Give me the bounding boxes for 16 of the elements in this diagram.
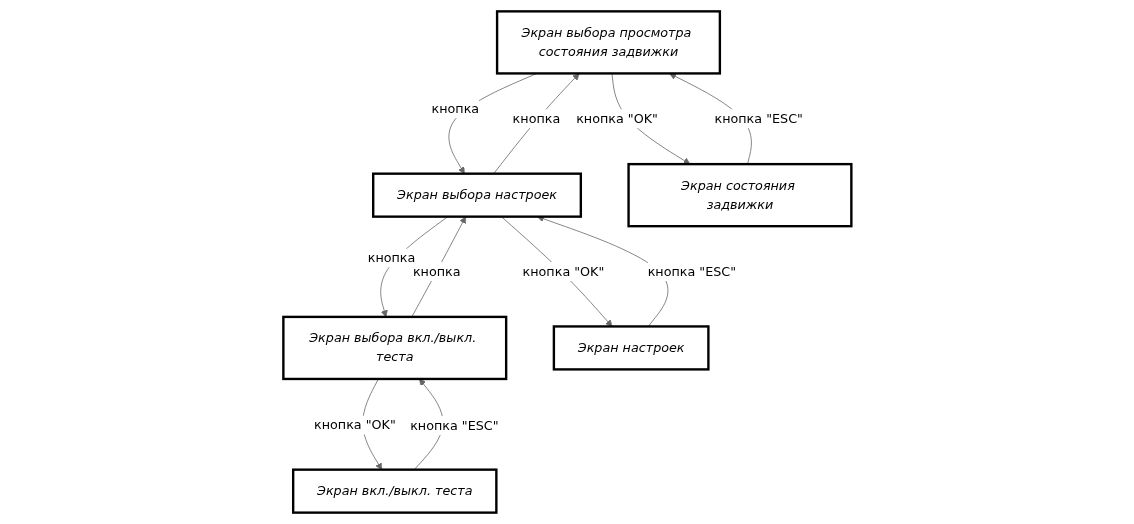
node-box: Экран выбора просмотра состояния задвижки <box>495 10 721 75</box>
edge-label: кнопка "ESC" <box>647 263 736 279</box>
edge-label: кнопка <box>367 250 415 266</box>
edge-label: кнопка "ESC" <box>409 417 499 433</box>
node-box: Экран выбора настроек <box>371 172 582 218</box>
node-box: Экран выбора вкл./выкл. теста <box>281 315 507 381</box>
edge-label: кнопка <box>512 110 560 126</box>
edge-label: кнопка "ESC" <box>714 110 803 126</box>
edge-label: кнопка "OK" <box>522 263 604 279</box>
edge-label: кнопка <box>431 100 479 116</box>
node-box: Экран вкл./выкл. теста <box>291 468 498 514</box>
edge-label: кнопка "OK" <box>313 417 396 433</box>
node-box: Экран состояния задвижки <box>627 162 853 228</box>
node-box: Экран настроек <box>552 325 710 371</box>
edge-label: кнопка "OK" <box>575 110 658 126</box>
edge-label: кнопка <box>412 263 461 279</box>
